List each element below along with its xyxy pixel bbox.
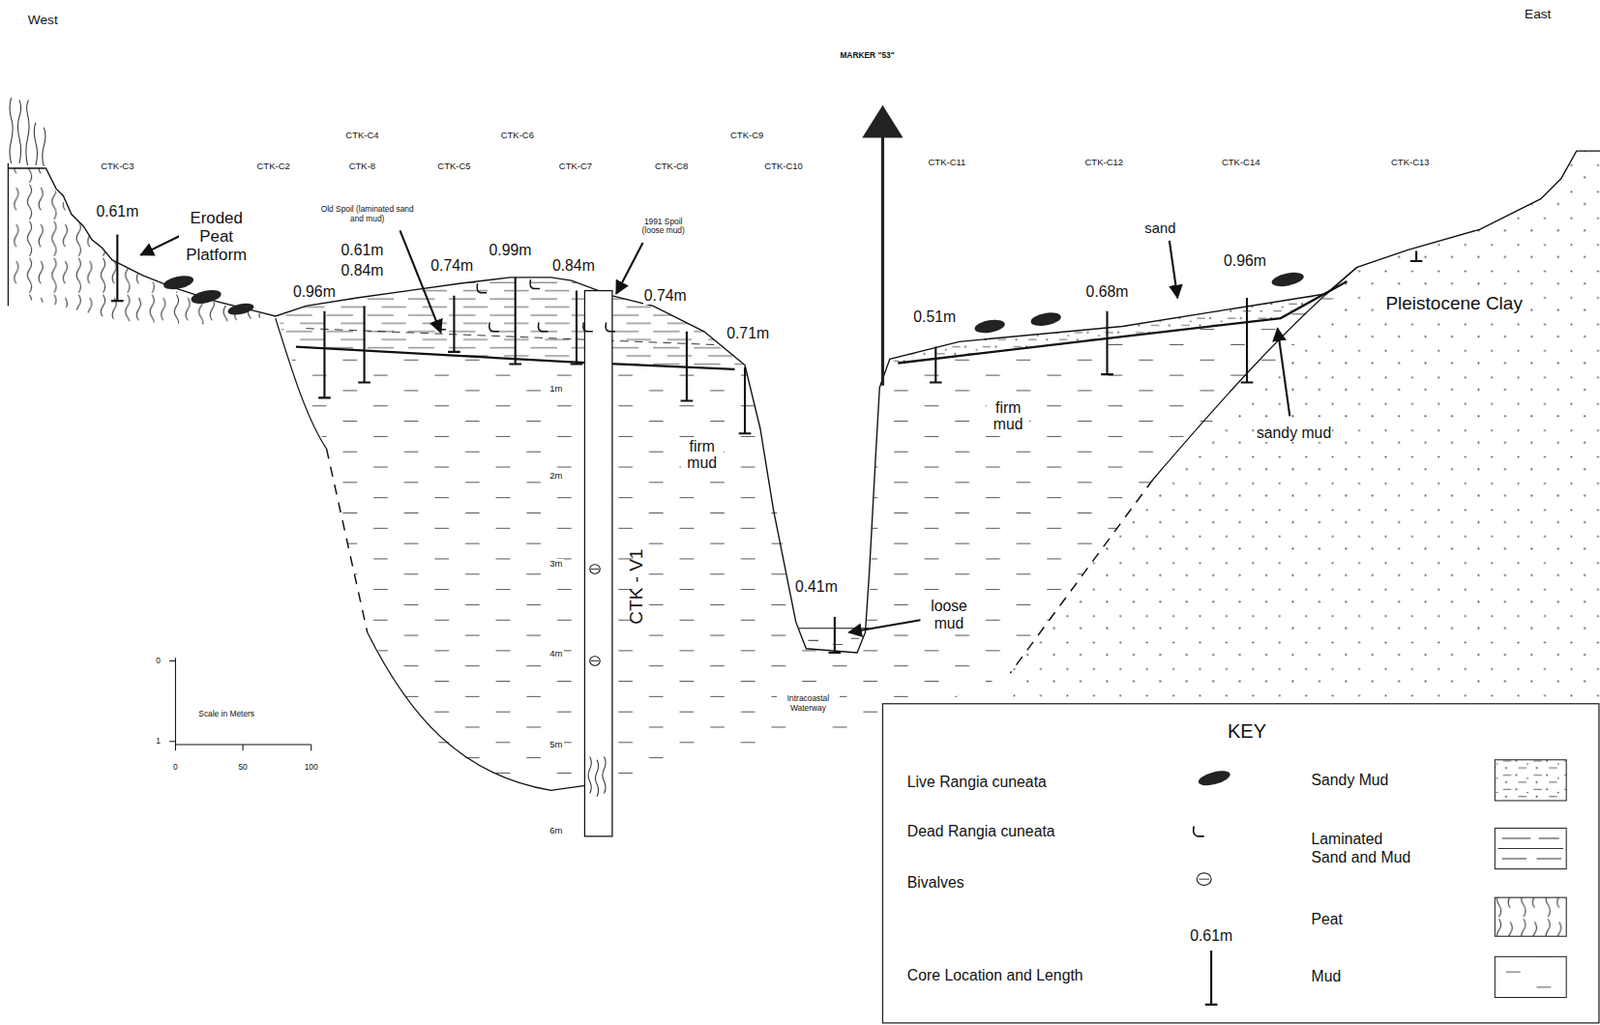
core-length: 0.61m xyxy=(94,203,140,221)
marker-arrow xyxy=(861,105,903,386)
callout-text: sandy mud xyxy=(1255,424,1333,443)
callout-text: 1991 Spoil (loose mud) xyxy=(637,217,689,237)
scale-number: 0 xyxy=(154,656,162,666)
legend-text: Peat xyxy=(1311,911,1344,929)
unit-label: Pleistocene Clay xyxy=(1384,293,1524,314)
depth-mark: 3m xyxy=(548,559,563,570)
core-length: 0.68m xyxy=(1085,283,1130,301)
core-length: 0.74m xyxy=(643,287,688,305)
legend-text: Core Location and Length xyxy=(907,967,1084,985)
core-name: CTK-8 xyxy=(348,161,377,173)
legend-text: Dead Rangia cuneata xyxy=(907,823,1056,841)
scale-title: Scale in Meters xyxy=(197,710,256,719)
legend-text: Laminated Sand and Mud xyxy=(1311,830,1415,866)
peat-fill xyxy=(7,168,273,325)
spoil-fill xyxy=(275,277,745,370)
core-name: CTK-C9 xyxy=(729,130,765,142)
depth-mark: 6m xyxy=(548,826,563,837)
core-name: CTK-C14 xyxy=(1220,157,1262,169)
core-name: CTK-C13 xyxy=(1390,157,1431,169)
core-name: CTK-C3 xyxy=(99,161,135,173)
legend-text: Bivalves xyxy=(907,874,965,892)
callout-text: sand xyxy=(1143,220,1177,238)
callout-text: loose mud xyxy=(922,597,977,632)
core-length: 0.96m xyxy=(292,283,337,301)
scale-number: 50 xyxy=(237,763,248,772)
legend-sample-label: 0.61m xyxy=(1188,927,1234,946)
core-name: CTK-C6 xyxy=(500,130,535,142)
core-length: 0.84m xyxy=(340,262,386,280)
core-length: 0.96m xyxy=(1222,252,1268,270)
scale-number: 1 xyxy=(154,737,162,746)
core-length: 0.71m xyxy=(725,325,771,343)
core-name: CTK-C12 xyxy=(1084,157,1126,169)
core-name: CTK-C10 xyxy=(763,161,804,173)
depth-mark: 2m xyxy=(548,471,563,482)
legend-text: Sandy Mud xyxy=(1311,771,1390,790)
core-markers xyxy=(111,235,1423,653)
depth-mark: 5m xyxy=(548,740,563,751)
core-length: 0.41m xyxy=(794,578,839,596)
marsh-grass xyxy=(9,97,46,167)
leader-arrows xyxy=(141,230,1291,633)
strata-lines xyxy=(7,150,1600,791)
legend-text: Mud xyxy=(1311,968,1342,986)
place-label: Intracoastal Waterway xyxy=(776,694,840,713)
core-name: CTK-C8 xyxy=(653,161,689,173)
core-name: CTK-C4 xyxy=(344,130,380,142)
scale-bar xyxy=(169,657,312,751)
unit-label: firm mud xyxy=(681,438,724,473)
legend-box xyxy=(882,704,1600,1024)
core-length: 0.51m xyxy=(912,308,957,326)
callout-text: Old Spoil (laminated sand and mud) xyxy=(312,205,422,224)
legend-title: KEY xyxy=(1226,720,1268,742)
scale-number: 100 xyxy=(303,763,320,772)
legend-text: Live Rangia cuneata xyxy=(907,773,1047,792)
core-name: CTK-C5 xyxy=(436,161,472,173)
depth-mark: 4m xyxy=(548,649,563,660)
sandy-mud-fill xyxy=(889,281,1348,363)
marker-label: MARKER "53" xyxy=(838,51,895,60)
core-length: 0.74m xyxy=(429,257,475,275)
core-title: CTK - V1 xyxy=(626,547,648,625)
pleistocene-fill xyxy=(1009,150,1600,703)
direction-label: East xyxy=(1523,6,1552,22)
direction-label: West xyxy=(27,12,60,28)
core-length: 0.99m xyxy=(488,241,534,260)
callout-text: Eroded Peat Platform xyxy=(178,209,255,266)
core-name: CTK-C11 xyxy=(927,157,968,169)
core-name: CTK-C2 xyxy=(256,161,292,173)
scale-number: 0 xyxy=(172,763,179,772)
depth-mark: 1m xyxy=(548,384,563,395)
dead-rangia xyxy=(436,279,616,332)
vibracore-column xyxy=(584,291,612,837)
unit-label: firm mud xyxy=(986,399,1030,434)
core-name: CTK-C7 xyxy=(558,161,593,173)
core-length: 0.84m xyxy=(551,257,596,275)
core-length: 0.61m xyxy=(340,241,386,260)
